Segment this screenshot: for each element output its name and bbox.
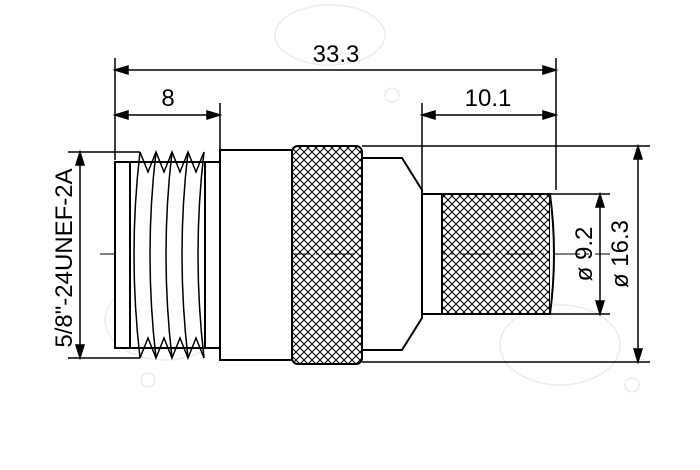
dimension-crimp-diameter — [550, 191, 610, 317]
crimp-length-label: 10.1 — [465, 85, 512, 112]
dimension-overall — [112, 58, 559, 190]
connector-body — [219, 149, 293, 361]
threaded-section — [114, 149, 221, 361]
thread-spec-label: 5/8"-24UNEF-2A — [51, 168, 78, 347]
dimension-thread-spec — [68, 149, 140, 361]
dimension-thread-length — [112, 103, 223, 150]
thread-length-label: 8 — [161, 85, 174, 112]
overall-length-label: 33.3 — [313, 41, 360, 68]
rear-body — [361, 157, 423, 351]
body-diameter-label: ø 16.3 — [607, 220, 634, 288]
crimp-diameter-label: ø 9.2 — [571, 227, 598, 282]
knurled-ring — [291, 145, 363, 365]
crimp-ferrule — [421, 193, 555, 315]
dimension-body-diameter — [362, 143, 650, 365]
